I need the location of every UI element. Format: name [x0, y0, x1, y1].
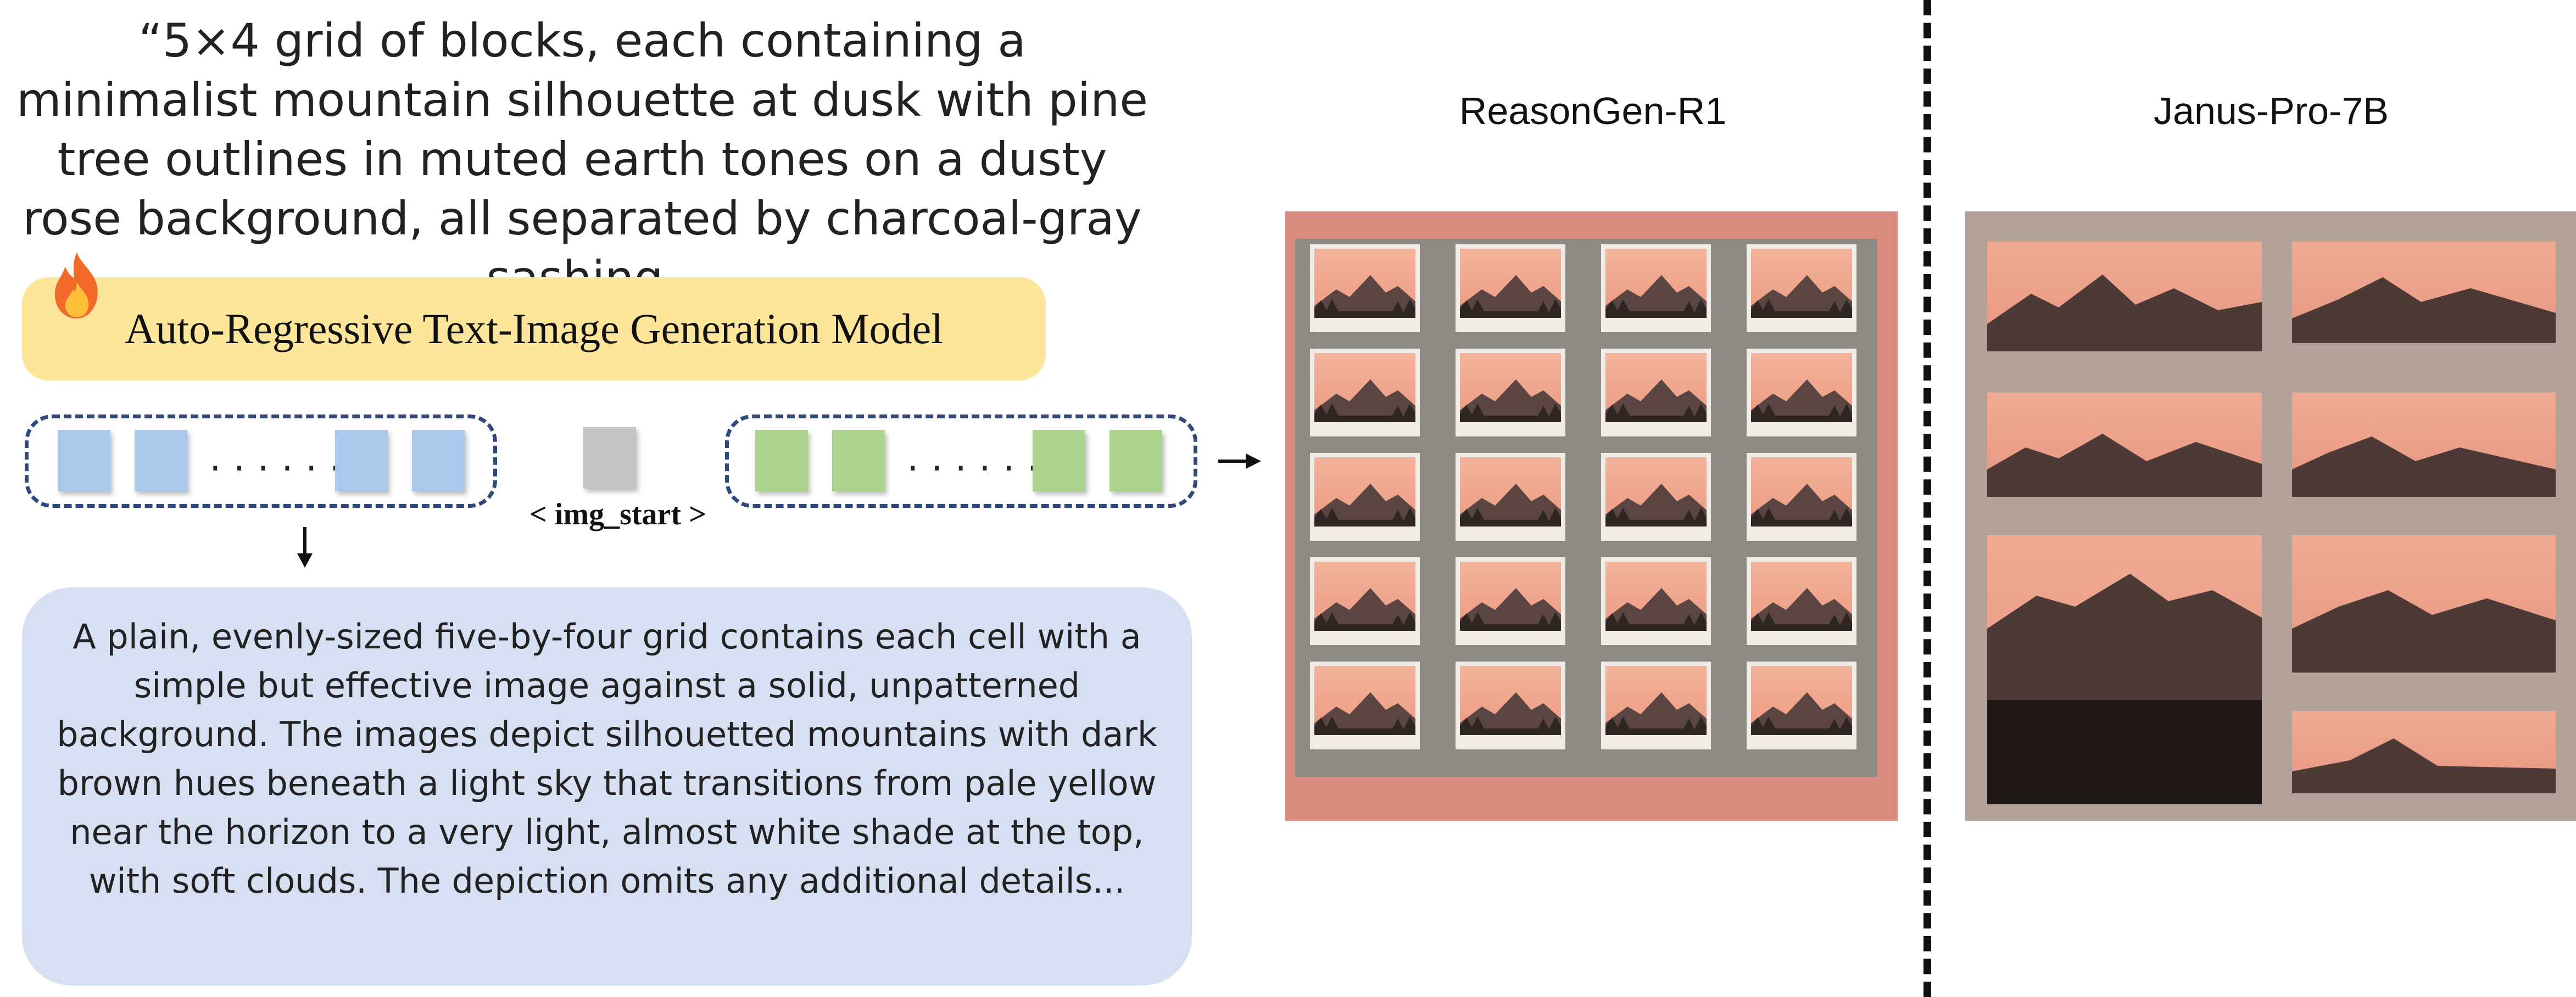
arrow-right-icon	[1218, 453, 1261, 469]
prompt-text: “5×4 grid of blocks, each containing a m…	[16, 14, 1148, 305]
text-token-group	[25, 415, 497, 508]
image-token-group	[725, 415, 1197, 508]
token-ellipsis: ......	[206, 443, 350, 478]
image-token	[1109, 430, 1162, 491]
model-label: Auto-Regressive Text-Image Generation Mo…	[125, 305, 943, 352]
text-token	[335, 430, 388, 491]
arrow-down-icon	[297, 527, 313, 568]
output-title-left: ReasonGen-R1	[1459, 89, 1727, 132]
reasoning-box	[22, 587, 1192, 985]
divider-line	[1923, 0, 1931, 997]
output-title-right: Janus-Pro-7B	[2154, 89, 2389, 132]
token-ellipsis: ......	[904, 443, 1048, 478]
image-token	[755, 430, 808, 491]
generated-image-reasongen	[1285, 211, 1898, 821]
image-token	[1033, 430, 1085, 491]
text-token	[135, 430, 187, 491]
img-start-label: < img_start >	[529, 497, 706, 531]
img-start-token	[583, 427, 636, 489]
image-panels-right	[1987, 242, 2556, 804]
fire-icon	[54, 252, 98, 319]
model-bar	[22, 277, 1046, 380]
text-token	[412, 430, 465, 491]
reasoning-text: A plain, evenly-sized five-by-four grid …	[57, 617, 1157, 901]
image-token	[832, 430, 885, 491]
text-token	[58, 430, 110, 491]
generated-image-januspro	[1965, 211, 2576, 821]
